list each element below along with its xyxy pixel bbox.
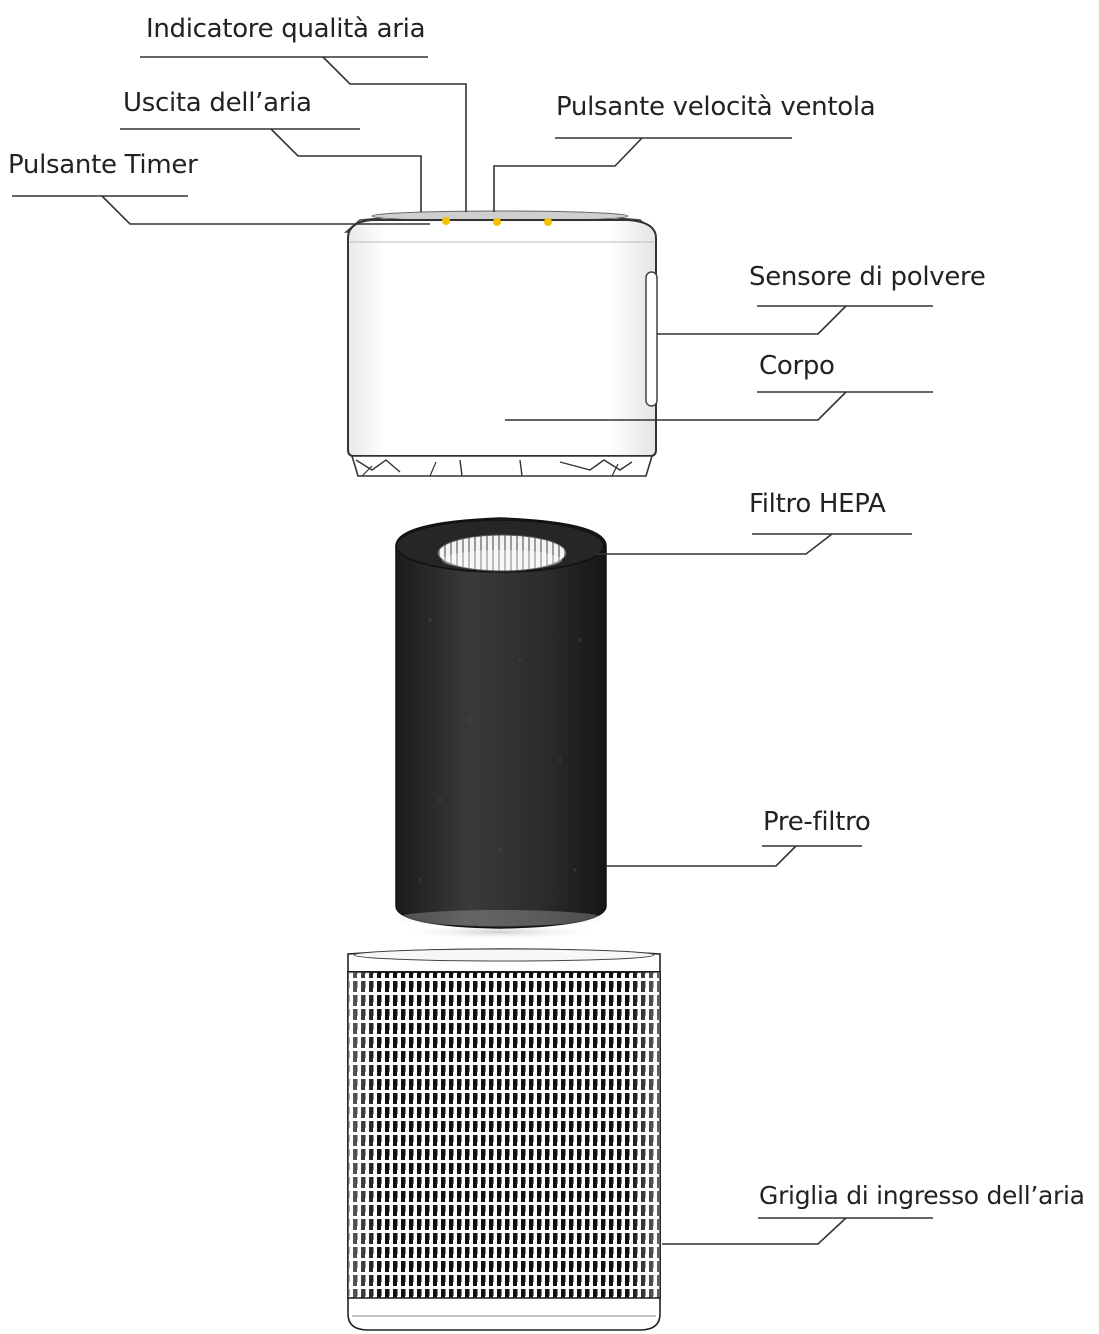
label-air-inlet-grille: Griglia di ingresso dell’aria <box>759 1181 1085 1211</box>
label-air-outlet: Uscita dell’aria <box>123 88 312 118</box>
label-timer-button: Pulsante Timer <box>8 150 197 180</box>
label-hepa-filter: Filtro HEPA <box>749 489 885 519</box>
label-pre-filter: Pre-filtro <box>763 807 871 837</box>
main-body-unit <box>346 211 657 476</box>
label-body: Corpo <box>759 351 835 381</box>
filter-unit <box>395 518 606 940</box>
fan-speed-led-icon <box>493 218 501 226</box>
label-dust-sensor: Sensore di polvere <box>749 262 986 292</box>
air-inlet-grille-unit <box>348 949 660 1330</box>
dust-sensor-slot <box>646 272 657 406</box>
timer-led-icon <box>544 218 552 226</box>
air-quality-led-icon <box>442 217 450 225</box>
label-air-quality-indicator: Indicatore qualità aria <box>146 14 425 44</box>
label-fan-speed-button: Pulsante velocità ventola <box>556 92 875 122</box>
